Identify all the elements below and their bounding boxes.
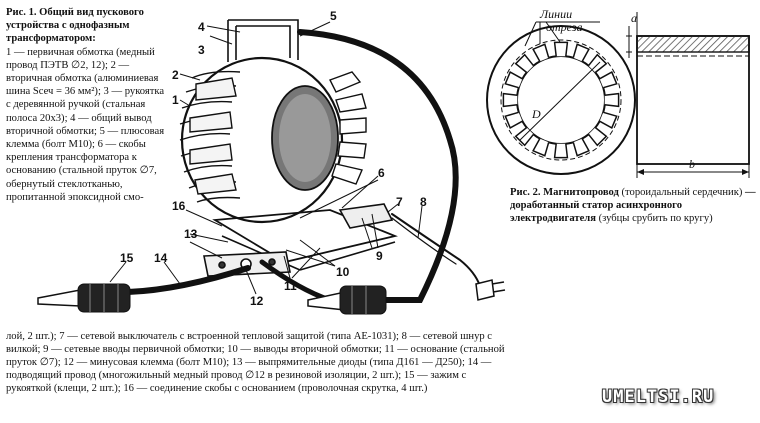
- watermark: UMELTSI.RU: [602, 387, 715, 407]
- callout-3: 3: [198, 43, 205, 57]
- callout-15: 15: [120, 251, 134, 265]
- stator-slot: [504, 111, 523, 129]
- stator-slot: [572, 43, 590, 62]
- toroid-windings: [179, 70, 241, 203]
- toroid-right-fins: [329, 71, 367, 185]
- callout-10: 10: [336, 265, 350, 279]
- fig2-title: Рис. 2. Магнитопровод: [510, 187, 619, 198]
- callout-8: 8: [420, 195, 427, 209]
- stator-slot: [587, 126, 608, 147]
- mains-cord-8: [391, 213, 481, 287]
- stator-slot: [532, 138, 550, 157]
- callout-9: 9: [376, 249, 383, 263]
- label-a: a: [631, 11, 637, 25]
- callout-6: 6: [378, 166, 385, 180]
- fig2-subtitle: (тороидальный сердечник): [618, 187, 746, 198]
- callout-4: 4: [198, 20, 205, 34]
- side-hatch: [636, 35, 750, 53]
- callout-5: 5: [330, 9, 337, 23]
- fig2-bold-part: — доработанный статор асинхронного элект…: [510, 187, 756, 225]
- label-lines: Линии: [539, 7, 572, 21]
- stator-outer: [486, 25, 636, 175]
- callout-7: 7: [396, 195, 403, 209]
- plug: [475, 279, 506, 301]
- stator-slot: [514, 126, 535, 147]
- callout-1: 1: [172, 93, 179, 107]
- clamp-left: [37, 283, 131, 313]
- base-frame: [212, 209, 398, 263]
- stator-slot: [553, 41, 569, 57]
- fig1-legend-top: 1 — первичная обмотка (медный провод ПЭТ…: [6, 46, 165, 203]
- stator-slot: [514, 53, 535, 74]
- fig2-side-view: [626, 12, 750, 178]
- callout-14: 14: [154, 251, 168, 265]
- callout-16: 16: [172, 199, 186, 213]
- fig1-caption: Рис. 1. Общий вид пускового устройства с…: [6, 6, 168, 204]
- callout-2: 2: [172, 68, 179, 82]
- stator-slot: [572, 138, 590, 157]
- diameter-line: [519, 99, 562, 141]
- switch-box: [338, 203, 394, 229]
- fig1-title: Рис. 1. Общий вид пускового устройства с…: [6, 7, 144, 45]
- stator-cut-line: [500, 39, 622, 161]
- callout-11: 11: [284, 279, 297, 293]
- stator-slot: [553, 143, 569, 159]
- clamp-right: [307, 285, 387, 315]
- label-b: b: [689, 157, 695, 171]
- label-cut: отреза: [546, 20, 583, 34]
- fig1-drawing: [179, 19, 398, 277]
- stator-slot: [599, 71, 618, 89]
- handle-frame: [227, 19, 299, 62]
- stator-slot: [599, 111, 618, 129]
- callout-numbers: 4 3 5 2 1 6 7 8 9 10 11 12 13 14 15 16: [120, 9, 427, 308]
- callout-12: 12: [250, 294, 264, 308]
- stator-slot: [587, 53, 608, 74]
- stator-slot: [604, 92, 620, 108]
- stator-slot: [532, 43, 550, 62]
- fig1-legend-bottom: лой, 2 шт.); 7 — сетевой выключатель с в…: [6, 331, 505, 395]
- stator-teeth: [502, 41, 620, 159]
- fig2-tail: (зубцы срубить по кругу): [595, 213, 713, 225]
- fig2-front-view: [486, 21, 636, 175]
- stator-slot: [502, 92, 518, 108]
- callout-13: 13: [184, 227, 198, 241]
- cable-positive: [297, 29, 459, 303]
- stator-slot: [504, 71, 523, 89]
- label-D: D: [531, 107, 541, 121]
- fig2-caption: Рис. 2. Магнитопровод (тороидальный серд…: [510, 186, 758, 226]
- cable-14: [125, 265, 251, 295]
- leader-lines: [109, 21, 423, 295]
- side-rect: [636, 35, 750, 165]
